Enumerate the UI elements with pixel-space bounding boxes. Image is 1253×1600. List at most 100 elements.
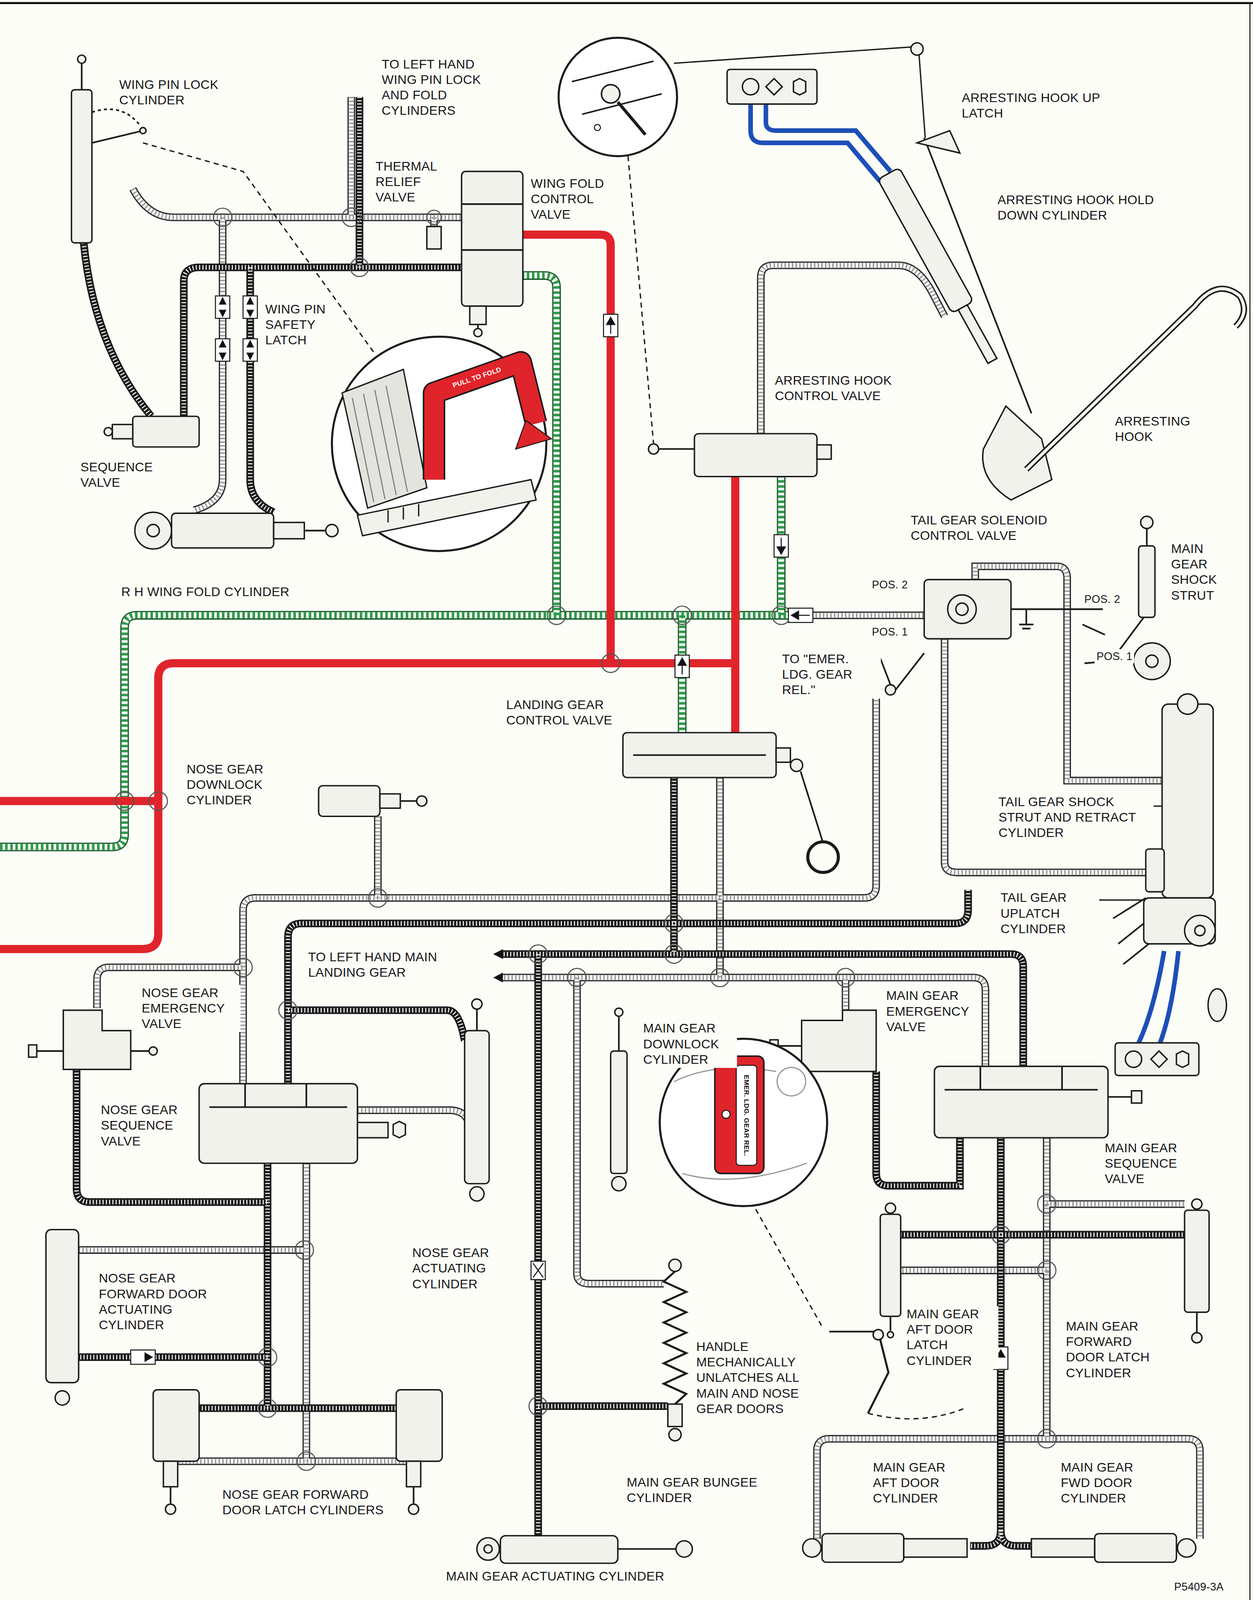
pipe-junction [771,606,791,625]
flow-arrow [798,614,811,616]
red-lines [0,797,159,806]
dark-lines [76,97,1185,1547]
arresting-hook-components [877,167,1003,367]
part-label: MAIN GEAR SHOCK STRUT [1169,540,1237,605]
wing-components [80,61,83,90]
pipe-junction [529,945,548,964]
fold-handle-inset [515,420,552,450]
part-label: MAIN GEAR AFT DOOR LATCH CYLINDER [904,1306,999,1370]
pipe-junction [601,654,620,673]
part-label: HANDLE MECHANICALLY UNLATCHES ALL MAIN A… [694,1339,829,1418]
flow-arrow [494,950,503,983]
fold-handle-inset [331,336,552,551]
wing-components [134,512,172,550]
main-gear-components [889,1316,892,1332]
main-gear-components [1131,1091,1142,1104]
landing-gear-controls [1184,915,1216,947]
wing-components [92,109,142,127]
landing-gear-controls [807,842,839,873]
nose-gear-components [28,1045,37,1058]
flow-arrow [243,295,258,319]
blue-lines [1138,951,1165,1043]
part-label: MAIN GEAR BUNGEE CYLINDER [624,1474,797,1507]
nose-gear-components [393,1121,406,1139]
wing-components [469,306,487,325]
landing-gear-controls [800,771,824,844]
arresting-hook-components [648,443,659,454]
hook-inset [617,102,646,135]
leader-line [918,54,926,138]
page-frame [0,1,1253,4]
main-gear-components [500,1536,619,1564]
nose-gear-components [357,1122,389,1139]
arresting-hook-components [694,433,817,477]
red-lines [731,476,740,733]
pipe-junction [258,1399,277,1418]
main-gear-components [611,1177,627,1192]
wing-components [139,127,147,134]
landing-gear-controls [1162,704,1214,899]
blue-lines [766,103,891,172]
part-label: LANDING GEAR CONTROL VALVE [504,697,615,729]
hook-inset [601,84,620,104]
part-label: MAIN GEAR DOWNLOCK CYLINDER [641,1020,738,1068]
main-gear-components [1184,1210,1209,1313]
dark-lines [76,97,1185,1547]
pipe-junction [1037,1261,1057,1280]
arresting-hook-components [1026,288,1244,470]
flow-arrow [674,655,690,678]
arresting-hook-components [742,78,759,95]
fold-handle-inset [433,362,536,481]
main-gear-components [1094,1534,1177,1563]
flow-arrow [530,1261,546,1280]
main-gear-components [802,1539,822,1558]
wing-components [132,416,200,448]
main-gear-components [934,1066,1109,1139]
pipe-junction [278,1001,298,1020]
pipe-junction [1037,1195,1057,1214]
part-label: POS. 2 [1082,592,1122,607]
flow-arrow [780,537,782,547]
part-label: MAIN GEAR EMERGENCY VALVE [884,987,978,1036]
wing-components [304,530,328,532]
wing-components [92,130,144,143]
flow-arrow [609,324,611,334]
hook-inset [558,37,678,157]
part-label: NOSE GEAR FORWARD DOOR LATCH CYLINDERS [220,1487,403,1519]
blue-lines [750,103,1179,1043]
leader-line [673,46,912,64]
page-frame [0,3,1253,1600]
part-label: ARRESTING HOOK UP LATCH [959,89,1107,122]
light-lines [78,97,1200,1540]
green-lines [0,275,812,848]
part-label: POS. 1 [869,624,910,639]
flow-arrow [776,547,786,555]
wing-components [112,424,133,439]
main-gear-components [1177,1539,1196,1558]
part-label: TO LEFT HAND WING PIN LOCK AND FOLD CYLI… [379,56,491,120]
arresting-hook-components [816,445,832,460]
leader-line [755,1209,822,1327]
pipe-junction [115,792,134,811]
release-handle-inset [776,1067,806,1097]
nose-gear-components [416,796,428,807]
nose-gear-components [412,1487,415,1505]
part-label: NOSE GEAR SEQUENCE VALVE [98,1102,197,1150]
nose-gear-components [55,1391,70,1406]
arresting-hook-components [877,167,974,314]
leader-line [142,142,376,356]
flow-arrow [130,295,1008,1370]
wing-components [325,524,339,537]
nose-gear-components [28,786,490,1515]
leader-line [868,1408,966,1420]
pipe-junction [233,958,253,977]
part-label: POS. 1 [1094,649,1135,664]
nose-gear-components [476,1008,478,1031]
main-gear-components [868,1340,889,1414]
wing-components [473,328,482,337]
main-gear-components [885,1203,896,1214]
part-label: THERMAL RELIEF VALVE [373,158,460,206]
pipe-junction [567,968,587,988]
main-gear-components [821,1534,904,1563]
landing-gear-controls [895,653,924,691]
